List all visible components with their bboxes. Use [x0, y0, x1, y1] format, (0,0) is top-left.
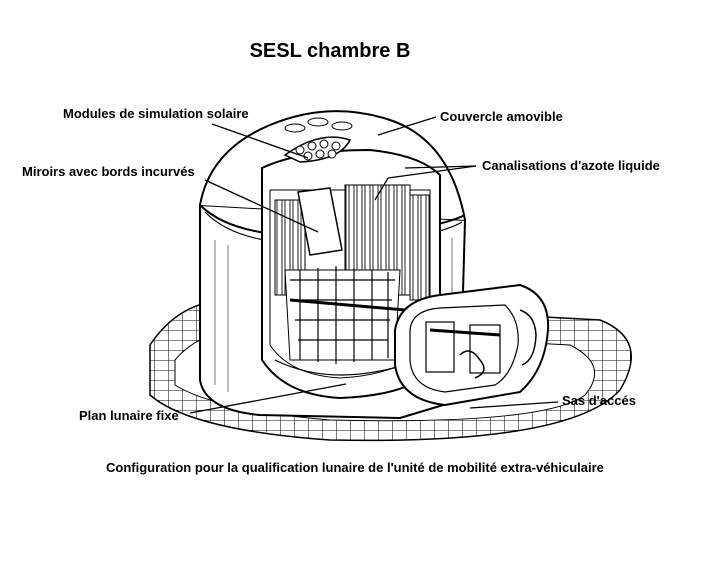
caption: Configuration pour la qualification luna…: [106, 460, 604, 475]
airlock: [394, 283, 550, 407]
label-couvercle: Couvercle amovible: [440, 109, 563, 124]
label-canalisations: Canalisations d'azote liquide: [482, 158, 660, 173]
leader-lines: [189, 116, 559, 414]
label-modules: Modules de simulation solaire: [63, 106, 249, 121]
label-miroirs: Miroirs avec bords incurvés: [22, 164, 195, 179]
diagram-title: SESL chambre B: [249, 40, 411, 62]
label-sas: Sas d'accés: [562, 393, 636, 408]
label-plan-lunaire: Plan lunaire fixe: [79, 408, 179, 423]
